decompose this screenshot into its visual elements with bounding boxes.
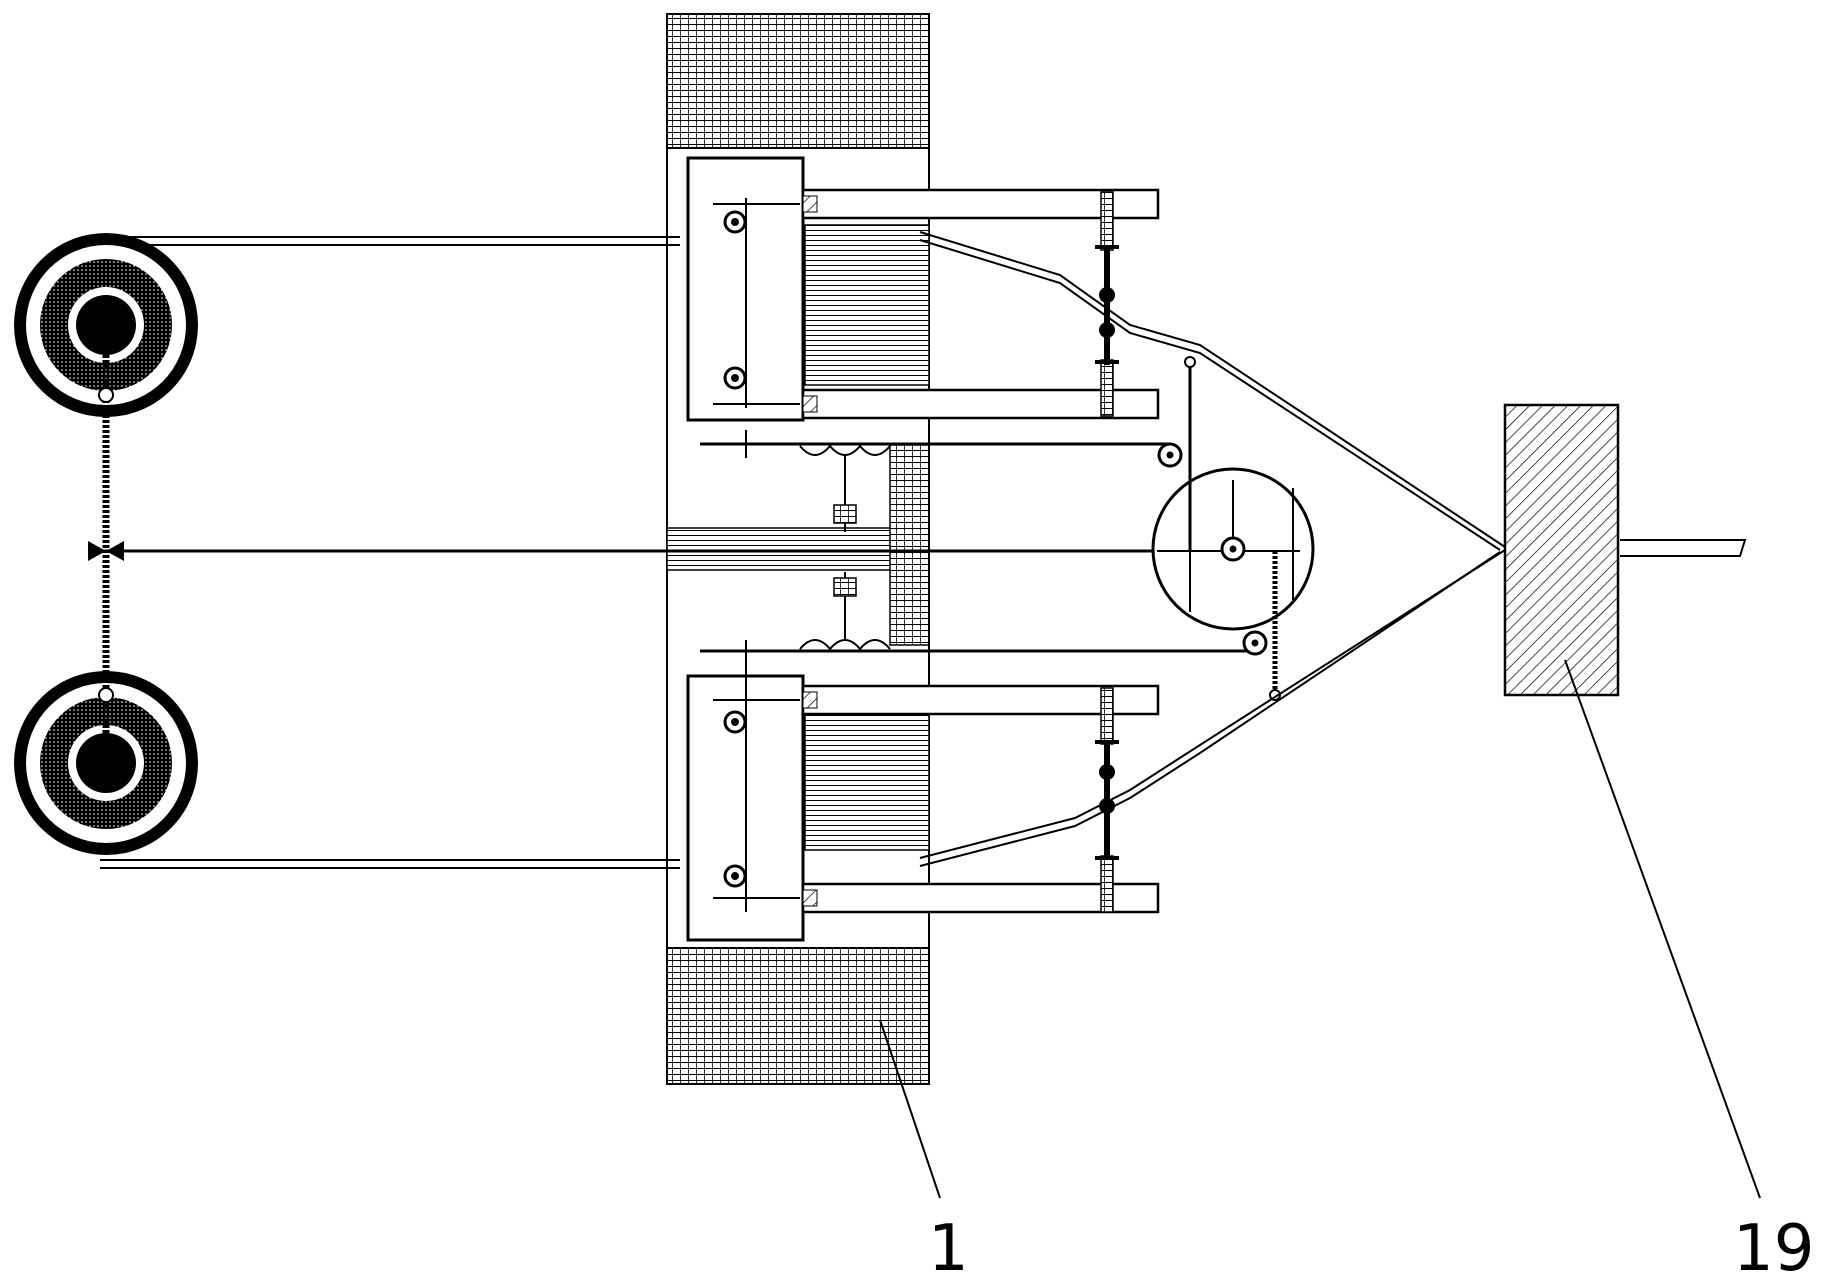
label-part-19: 19 — [1733, 1212, 1814, 1286]
center-mechanism — [100, 356, 1315, 701]
cables — [100, 231, 1747, 869]
block-part-19 — [1503, 403, 1620, 697]
leader-line-1 — [879, 1019, 941, 1199]
label-part-1: 1 — [928, 1212, 969, 1286]
base-plate — [666, 13, 930, 1085]
lower-slider-assembly — [686, 642, 1160, 942]
wheel-axle-link — [88, 325, 124, 763]
upper-slider-assembly — [686, 156, 1160, 422]
leader-line-19 — [1564, 659, 1761, 1199]
